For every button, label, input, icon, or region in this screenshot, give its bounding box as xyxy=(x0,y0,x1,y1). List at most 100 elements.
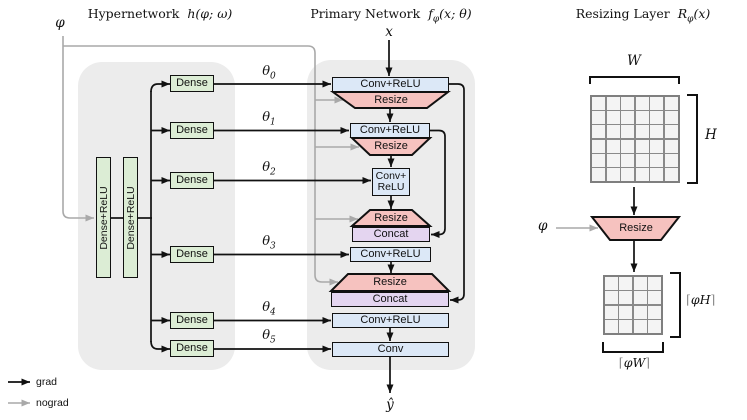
phi-input-label: φ xyxy=(55,15,65,31)
height-label: H xyxy=(705,127,717,143)
resize2-shape xyxy=(349,137,433,156)
grid-cell xyxy=(592,139,606,153)
grid-cell xyxy=(650,97,664,110)
conv-block-final: Conv xyxy=(332,342,449,357)
grid-cell xyxy=(650,153,664,167)
skip-connection-1 xyxy=(449,83,465,304)
grid-cell xyxy=(633,305,647,319)
conv-relu-block-5: Conv+ReLU xyxy=(332,313,449,328)
resize4-shape xyxy=(328,273,452,292)
nograd-paths xyxy=(8,36,598,407)
hypernetwork-panel xyxy=(78,62,235,370)
nograd-phi-to-hypernetwork xyxy=(62,36,94,222)
grid-cell xyxy=(635,97,649,110)
spine-branch-0 xyxy=(150,80,170,93)
grid-cell xyxy=(592,97,606,110)
dense-relu-block-2: Dense+ReLU xyxy=(123,157,138,278)
grid-cell xyxy=(633,320,647,333)
grid-cell xyxy=(664,153,678,167)
concat-block-2: Concat xyxy=(331,292,449,307)
grid-cell xyxy=(606,125,620,139)
grid-cell xyxy=(633,277,647,290)
grid-cell xyxy=(605,277,618,290)
x-input-label: x xyxy=(385,24,393,40)
grid-cell xyxy=(635,111,649,125)
grid-cell xyxy=(650,139,664,153)
grid-cell xyxy=(664,168,678,181)
grid-cell xyxy=(592,168,606,181)
grid-cell xyxy=(621,139,635,153)
grid-cell xyxy=(648,277,661,290)
grid-cell xyxy=(606,139,620,153)
grid-cell xyxy=(635,168,649,181)
theta2-label: θ2 xyxy=(262,160,276,178)
grid-cell xyxy=(605,320,618,333)
grid-cell xyxy=(619,277,633,290)
grid-cell xyxy=(621,125,635,139)
grid-cell xyxy=(650,125,664,139)
out-height-bracket xyxy=(670,272,681,338)
grid-cell xyxy=(633,291,647,305)
conv-relu-block-1: Conv+ReLU xyxy=(332,77,449,92)
grid-cell xyxy=(650,111,664,125)
skip-connection-2 xyxy=(430,129,446,238)
resize3-shape xyxy=(349,209,433,227)
grid-cell xyxy=(621,153,635,167)
grid-cell xyxy=(664,97,678,110)
grid-cell xyxy=(605,305,618,319)
grid-cell xyxy=(619,291,633,305)
grid-cell xyxy=(664,125,678,139)
grid-cell xyxy=(606,153,620,167)
dense-block-2: Dense xyxy=(170,172,214,189)
dense-block-5: Dense xyxy=(170,340,214,357)
legend-grad-label: grad xyxy=(36,376,58,388)
resize-trapezoids xyxy=(328,91,682,292)
out-width-bracket xyxy=(602,342,664,353)
grid-cell xyxy=(606,168,620,181)
resize1-shape xyxy=(329,91,451,109)
theta0-label: θ0 xyxy=(262,64,276,82)
grid-cell xyxy=(605,291,618,305)
width-label: W xyxy=(627,53,641,69)
conv-relu-block-3: Conv+ReLU xyxy=(372,168,410,196)
dense-block-0: Dense xyxy=(170,75,214,92)
grid-cell xyxy=(635,153,649,167)
resizing-layer-resize-shape xyxy=(589,216,682,241)
grid-cell xyxy=(621,111,635,125)
grid-cell xyxy=(635,125,649,139)
grid-cell xyxy=(592,111,606,125)
out-width-label: ⌈φW⌉ xyxy=(618,355,651,370)
nograd-phi-to-resize4 xyxy=(63,45,338,286)
grid-cell xyxy=(648,320,661,333)
width-bracket xyxy=(589,76,680,84)
grid-cell xyxy=(664,111,678,125)
y-hat-output-label: ŷ xyxy=(386,397,394,413)
grid-cell xyxy=(664,139,678,153)
spine-branch-5 xyxy=(150,340,170,353)
input-image-grid xyxy=(590,95,680,183)
grid-cell xyxy=(648,305,661,319)
grid-cell xyxy=(619,305,633,319)
theta4-label: θ4 xyxy=(262,300,276,318)
conv-relu-block-2: Conv+ReLU xyxy=(350,123,430,138)
phi-resize-label: φ xyxy=(538,218,548,234)
grid-cell xyxy=(606,111,620,125)
dense-relu-block-1: Dense+ReLU xyxy=(96,157,111,278)
dimension-brackets xyxy=(589,76,698,353)
out-height-label: ⌈φH⌉ xyxy=(686,292,716,307)
height-bracket xyxy=(687,94,698,184)
grid-cell xyxy=(619,320,633,333)
theta3-label: θ3 xyxy=(262,234,276,252)
conv-relu-block-4: Conv+ReLU xyxy=(350,247,431,262)
dense-block-1: Dense xyxy=(170,122,214,139)
theta1-label: θ1 xyxy=(262,110,276,128)
dense-block-4: Dense xyxy=(170,312,214,329)
grid-cell xyxy=(648,291,661,305)
legend-nograd-label: nograd xyxy=(36,397,69,409)
grid-cell xyxy=(592,125,606,139)
grid-cell xyxy=(621,97,635,110)
